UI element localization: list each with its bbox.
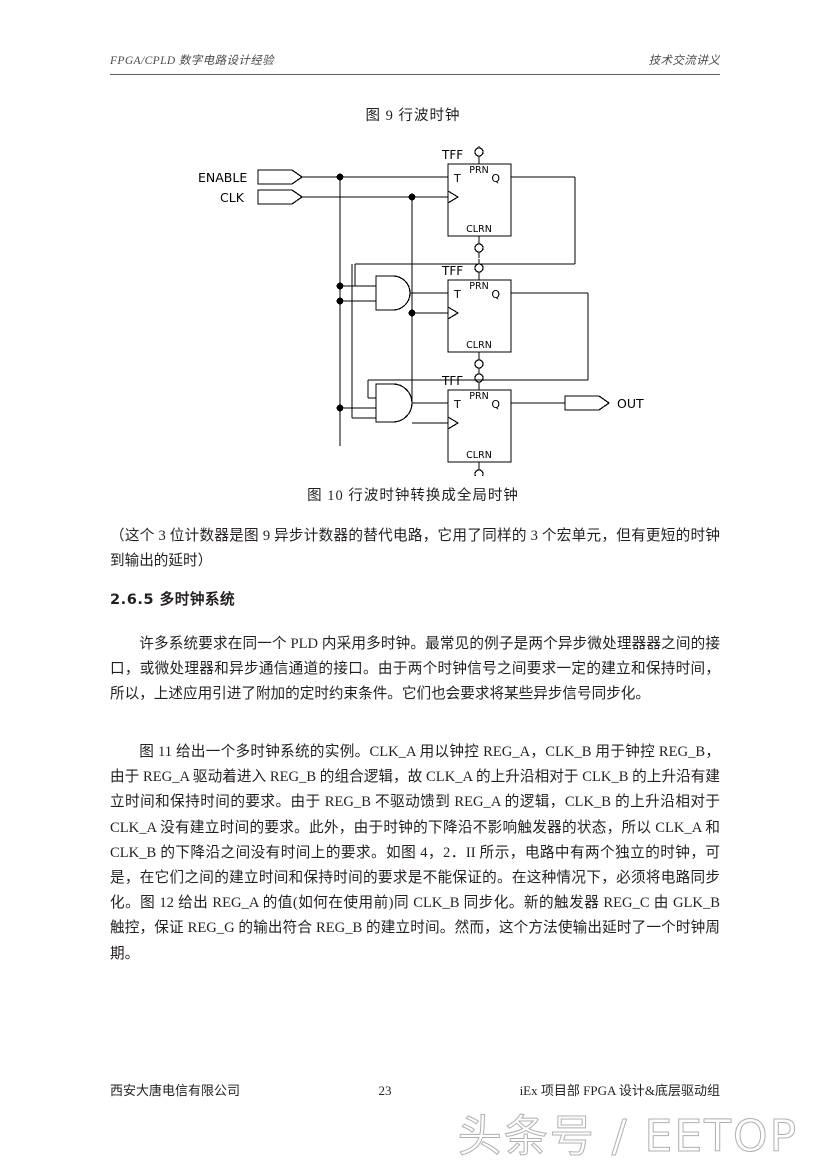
tff3-prn-bubble [474, 373, 484, 383]
tff2-clrn-label: CLRN [466, 340, 492, 351]
tff1-q-label: Q [491, 172, 500, 185]
junction-clk-trunk [408, 193, 416, 201]
tff2-q-label: Q [491, 288, 500, 301]
tff3-q-label: Q [491, 398, 500, 411]
out-output-pin [564, 395, 611, 411]
header-divider [110, 74, 720, 75]
paragraph-1: 许多系统要求在同一个 PLD 内采用多时钟。最常见的例子是两个异步微处理器器之间… [110, 636, 720, 703]
clk-label: CLK [220, 190, 245, 205]
tff3-clrn-label: CLRN [466, 450, 492, 461]
tff1-label: TFF [441, 148, 463, 162]
footer-page-number: 23 [378, 1083, 392, 1098]
page-footer: 西安大唐电信有限公司 23 iEx 项目部 FPGA 设计&底层驱动组 [110, 1080, 720, 1099]
tff1-clrn-bubble [474, 243, 484, 253]
junction-enable-trunk [336, 173, 344, 181]
tff2-prn-label: PRN [469, 281, 488, 292]
junction-and3-mid [336, 404, 344, 412]
enable-label: ENABLE [198, 170, 247, 185]
watermark: 头条号 / EETOP [457, 1111, 799, 1163]
page-header: FPGA/CPLD 数字电路设计经验 技术交流讲义 [110, 52, 720, 68]
tff2-clock-triangle [447, 306, 460, 320]
tff1-prn-bubble [474, 147, 484, 157]
junction-and2-top [336, 282, 344, 290]
figure-9-caption: 图 9 行波时钟 [365, 108, 461, 124]
tff2-clrn-bubble [474, 359, 484, 369]
tff1-clock-triangle [447, 190, 460, 204]
header-title-right: 技术交流讲义 [648, 55, 720, 67]
enable-input-pin [257, 169, 304, 185]
tff1-t-label: T [453, 172, 461, 185]
junction-and2-bottom [336, 297, 344, 305]
tff2-prn-bubble [474, 263, 484, 273]
section-heading-2-6-5: 2.6.5 多时钟系统 [110, 591, 236, 608]
tff3-label: TFF [441, 374, 463, 388]
header-title-left: FPGA/CPLD 数字电路设计经验 [110, 55, 275, 67]
out-label: OUT [617, 396, 644, 411]
note-paragraph: （这个 3 位计数器是图 9 异步计数器的替代电路，它用了同样的 3 个宏单元，… [110, 528, 720, 570]
figure-10-caption: 图 10 行波时钟转换成全局时钟 [307, 488, 519, 504]
tff3-t-label: T [453, 398, 461, 411]
tff1-clrn-label: CLRN [466, 224, 492, 235]
tff2-t-label: T [453, 288, 461, 301]
paragraph-2: 图 11 给出一个多时钟系统的实例。CLK_A 用以钟控 REG_A，CLK_B… [110, 744, 720, 962]
junction-clk-ff2 [408, 309, 416, 317]
and-gate-3 [375, 383, 413, 423]
figure-10-circuit-diagram: ENABLE CLK OUT TFF T Q PRN CLRN TFF T Q … [180, 146, 650, 476]
footer-department: iEx 项目部 FPGA 设计&底层驱动组 [519, 1083, 720, 1098]
clk-input-pin [257, 189, 304, 205]
tff3-clrn-bubble [474, 469, 484, 476]
and-gate-2 [375, 275, 411, 311]
tff1-prn-label: PRN [469, 165, 488, 176]
tff3-clock-triangle [447, 416, 460, 430]
tff3-prn-label: PRN [469, 391, 488, 402]
tff2-label: TFF [441, 264, 463, 278]
footer-company: 西安大唐电信有限公司 [110, 1083, 241, 1098]
